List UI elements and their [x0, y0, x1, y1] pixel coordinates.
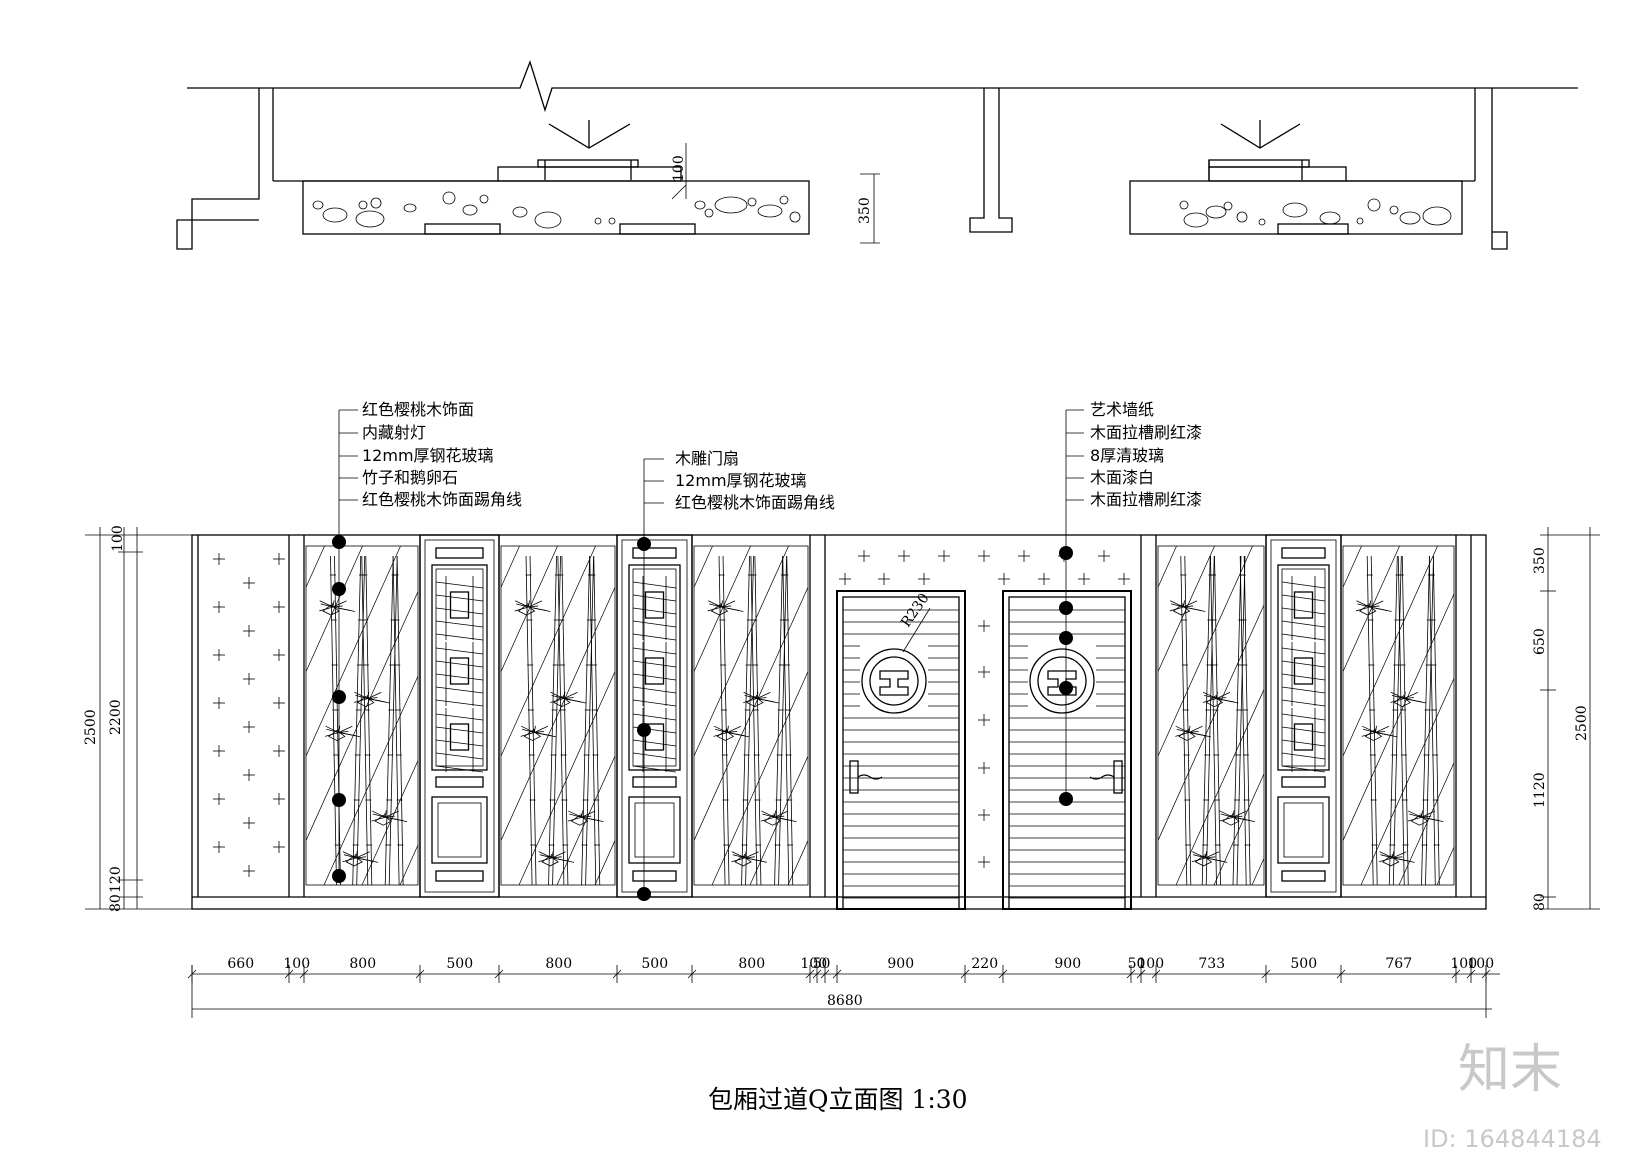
right-dim-650: 650: [1532, 628, 1548, 655]
elevation-view: R230: [191, 534, 1487, 910]
door-right: [1002, 590, 1132, 910]
label-mid-0: 木雕门扇: [675, 449, 739, 468]
right-dim-350: 350: [1532, 547, 1548, 574]
bottom-dim-3: 500: [446, 956, 473, 972]
label-left-1: 内藏射灯: [362, 423, 426, 442]
bottom-dim-0: 660: [227, 956, 254, 972]
bottom-dim-15: 500: [1290, 956, 1317, 972]
plan-dim-350: 350: [857, 197, 873, 224]
door-left: R230: [836, 590, 966, 910]
bottom-dim-6: 800: [738, 956, 765, 972]
bottom-dim-1: 100: [283, 956, 310, 972]
bottom-dim-18: 100: [1467, 956, 1494, 972]
bottom-dim-11: 900: [1054, 956, 1081, 972]
left-dim-mid: 2200: [108, 699, 124, 735]
watermark-logo: 知末: [1458, 1040, 1562, 1100]
left-dim-b2: 80: [108, 894, 124, 912]
label-right-3: 木面漆白: [1090, 468, 1154, 487]
drawing-title: 包厢过道Q立面图 1:30: [708, 1085, 968, 1114]
bottom-dim-9: 900: [887, 956, 914, 972]
watermark: 知末 ID: 164844184: [1423, 1040, 1602, 1153]
plan-dim-100: 100: [671, 155, 687, 182]
bottom-dim-7: 100: [800, 956, 827, 972]
right-dim-total: 2500: [1574, 705, 1590, 741]
bottom-dim-17: 100: [1450, 956, 1477, 972]
carved-door-panels: [419, 534, 1342, 898]
bottom-dim-10: 220: [971, 956, 998, 972]
pebbles-left: [312, 191, 801, 229]
label-mid-1: 12mm厚钢花玻璃: [675, 471, 807, 490]
annotations: 红色樱桃木饰面 内藏射灯 12mm厚钢花玻璃 竹子和鹅卵石 红色樱桃木饰面踢角线…: [332, 400, 1202, 901]
wallpaper-pattern-left: [213, 553, 285, 877]
label-right-4: 木面拉槽刷红漆: [1090, 490, 1202, 509]
label-right-1: 木面拉槽刷红漆: [1090, 423, 1202, 442]
bottom-dim-2: 800: [349, 956, 376, 972]
right-dim-1120: 1120: [1532, 772, 1548, 808]
wallpaper-pattern-doors: [839, 550, 1130, 868]
bottom-dim-total: 8680: [827, 993, 863, 1009]
plan-view: 350 100: [176, 60, 1578, 250]
bamboo-glass-bays: [305, 545, 1455, 886]
pebbles-right: [1179, 198, 1452, 228]
label-right-0: 艺术墙纸: [1090, 400, 1154, 419]
right-dim-80: 80: [1532, 893, 1548, 911]
label-left-0: 红色樱桃木饰面: [362, 400, 474, 419]
label-mid-2: 红色樱桃木饰面踢角线: [675, 493, 835, 512]
bottom-dim-14: 733: [1198, 956, 1225, 972]
ceiling-break-line: [187, 60, 1578, 113]
bottom-dim-4: 800: [545, 956, 572, 972]
label-left-4: 红色樱桃木饰面踢角线: [362, 490, 522, 509]
bottom-dim-13: 100: [1137, 956, 1164, 972]
bottom-dim-12: 50: [1128, 956, 1146, 972]
left-dim-top: 100: [110, 525, 126, 552]
bottom-dim-16: 767: [1385, 956, 1412, 972]
dimensions: 2500 2200 100 120 80 350 650 1120 80 250…: [83, 525, 1600, 1018]
left-dim-b1: 120: [108, 866, 124, 893]
left-dim-total: 2500: [83, 709, 99, 745]
label-left-3: 竹子和鹅卵石: [362, 468, 458, 487]
label-right-2: 8厚清玻璃: [1090, 446, 1164, 465]
label-left-2: 12mm厚钢花玻璃: [362, 446, 494, 465]
bottom-dim-5: 500: [641, 956, 668, 972]
watermark-id: ID: 164844184: [1423, 1125, 1602, 1153]
bottom-dim-8: 50: [813, 956, 831, 972]
